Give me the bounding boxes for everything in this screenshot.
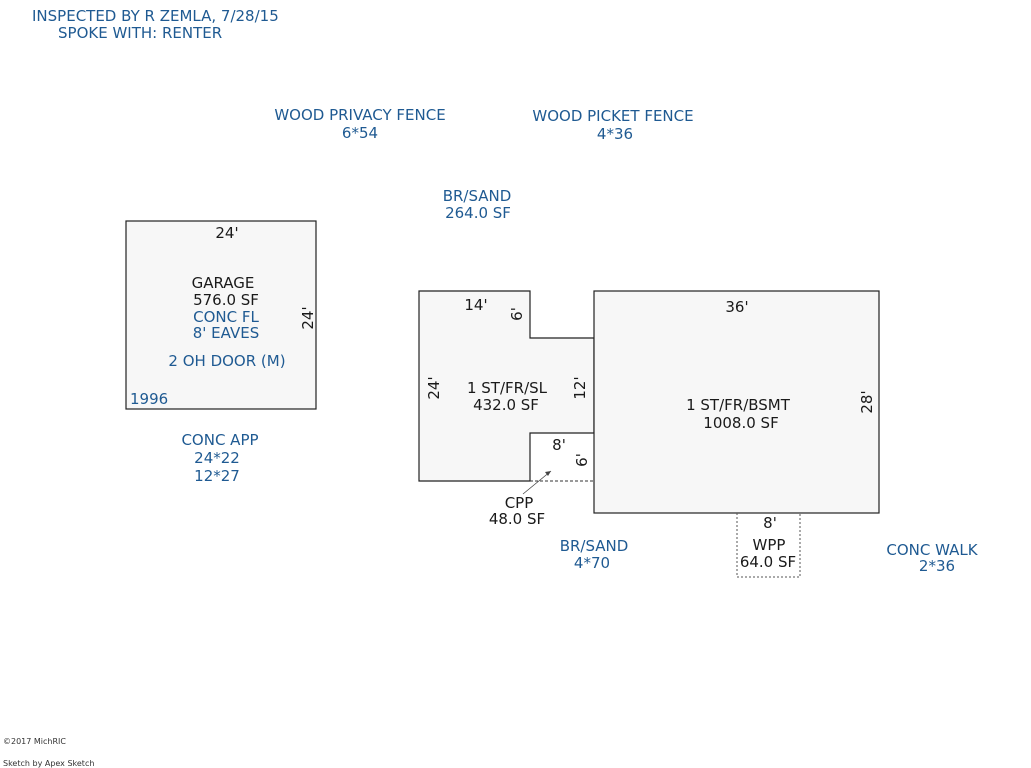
slab-section-name: 1 ST/FR/SL xyxy=(467,379,548,397)
basement-section-outline xyxy=(593,290,880,514)
privacy-fence-label: WOOD PRIVACY FENCE xyxy=(274,106,445,124)
picket-fence-label: WOOD PICKET FENCE xyxy=(532,107,693,125)
slab-right-dimension: 12' xyxy=(571,376,589,399)
slab-section-area: 432.0 SF xyxy=(473,396,539,414)
inspection-note: INSPECTED BY R ZEMLA, 7/28/15 xyxy=(32,7,279,25)
garage-area: 576.0 SF xyxy=(193,291,259,309)
garage-eaves: 8' EAVES xyxy=(193,324,259,342)
contact-note: SPOKE WITH: RENTER xyxy=(58,24,222,42)
cpp-name: CPP xyxy=(505,494,534,512)
conc-walk-size: 2*36 xyxy=(919,557,955,575)
cpp-width-dimension: 8' xyxy=(552,436,566,454)
conc-app-size-1: 24*22 xyxy=(194,449,240,467)
garage-top-dimension: 24' xyxy=(215,224,238,242)
wpp-name: WPP xyxy=(753,536,786,554)
basement-top-dimension: 36' xyxy=(725,298,748,316)
garage-floor: CONC FL xyxy=(193,308,259,326)
garage-name: GARAGE xyxy=(192,274,255,292)
copyright-text: ©2017 MichRIC xyxy=(3,737,66,746)
conc-app-label: CONC APP xyxy=(181,431,258,449)
software-credit: Sketch by Apex Sketch xyxy=(3,759,94,768)
garage-year: 1996 xyxy=(130,390,168,408)
garage-doors: 2 OH DOOR (M) xyxy=(168,352,285,370)
brsand-bottom-label: BR/SAND xyxy=(560,537,629,555)
basement-section-area: 1008.0 SF xyxy=(703,414,778,432)
conc-walk-label: CONC WALK xyxy=(886,541,978,559)
cpp-leader-arrow-icon xyxy=(545,471,551,476)
garage-outline xyxy=(125,220,317,410)
basement-right-dimension: 28' xyxy=(858,390,876,413)
slab-left-dimension: 24' xyxy=(425,376,443,399)
garage-right-dimension: 24' xyxy=(299,306,317,329)
brsand-top-area: 264.0 SF xyxy=(445,204,511,222)
wpp-area: 64.0 SF xyxy=(740,553,796,571)
basement-section-name: 1 ST/FR/BSMT xyxy=(686,396,791,414)
cpp-height-dimension: 6' xyxy=(573,453,591,467)
conc-app-size-2: 12*27 xyxy=(194,467,240,485)
cpp-leader-line xyxy=(522,470,552,495)
privacy-fence-size: 6*54 xyxy=(342,124,378,142)
slab-notch-dimension: 6' xyxy=(508,307,526,321)
brsand-top-label: BR/SAND xyxy=(443,187,512,205)
wpp-outline xyxy=(736,513,801,578)
wpp-width-dimension: 8' xyxy=(763,514,777,532)
picket-fence-size: 4*36 xyxy=(597,125,633,143)
slab-top-dimension: 14' xyxy=(464,296,487,314)
brsand-bottom-size: 4*70 xyxy=(574,554,610,572)
cpp-area: 48.0 SF xyxy=(489,510,545,528)
